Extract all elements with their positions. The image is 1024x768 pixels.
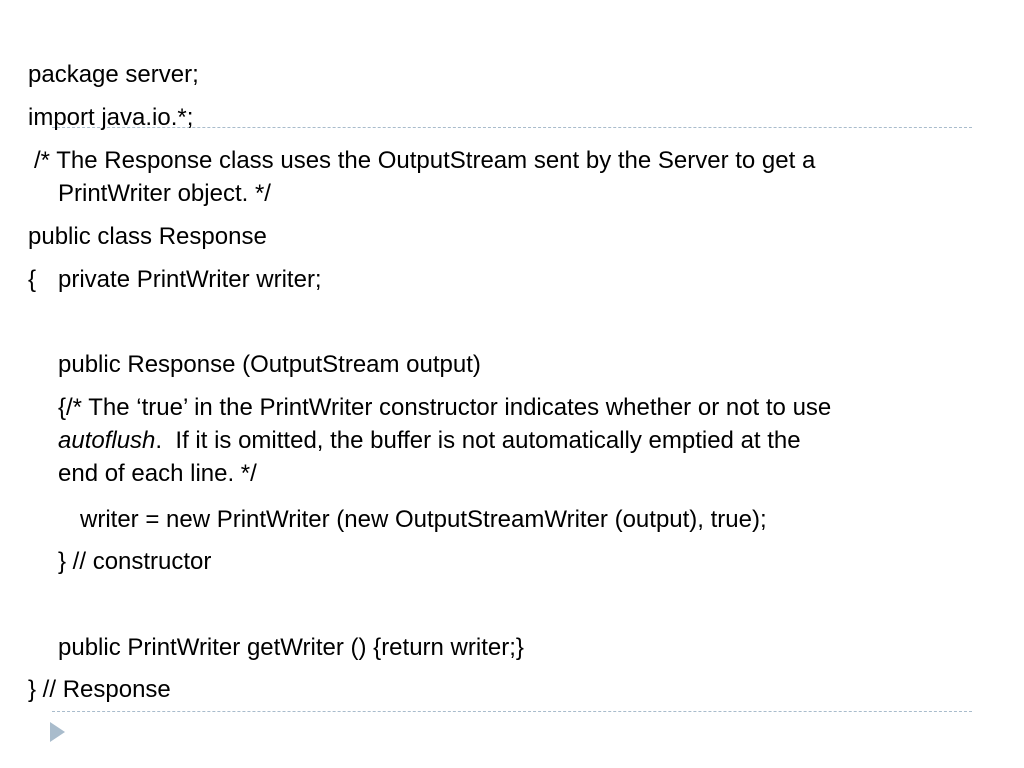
code-line-comment-2: PrintWriter object. */ [58, 180, 271, 207]
autoflush-term: autoflush [58, 427, 156, 454]
code-open-brace: { [28, 266, 37, 293]
code-line-class-close: } // Response [28, 676, 171, 703]
ctor-comment-rest: . If it is omitted, the buffer is not au… [155, 427, 801, 454]
code-line-ctor-comment-1: {/* The ‘true’ in the PrintWriter constr… [58, 394, 832, 421]
code-line-writer-assign: writer = new PrintWriter (new OutputStre… [80, 506, 767, 533]
code-line-ctor-comment-2: autoflush. If it is omitted, the buffer … [58, 424, 801, 457]
code-line-comment-1: /* The Response class uses the OutputStr… [34, 147, 816, 174]
bottom-dashed-divider [52, 711, 972, 712]
code-line-package: package server; [28, 61, 199, 88]
code-line-field: private PrintWriter writer; [58, 266, 322, 293]
code-line-class: public class Response [28, 223, 267, 250]
code-line-ctor-close: } // constructor [58, 548, 212, 575]
triangle-right-icon [50, 722, 65, 742]
code-line-import: import java.io.*; [28, 104, 194, 131]
code-line-getter: public PrintWriter getWriter () {return … [58, 634, 524, 661]
code-line-ctor-comment-3: end of each line. */ [58, 460, 257, 487]
code-line-constructor: public Response (OutputStream output) [58, 351, 481, 378]
top-dashed-divider [52, 127, 972, 128]
